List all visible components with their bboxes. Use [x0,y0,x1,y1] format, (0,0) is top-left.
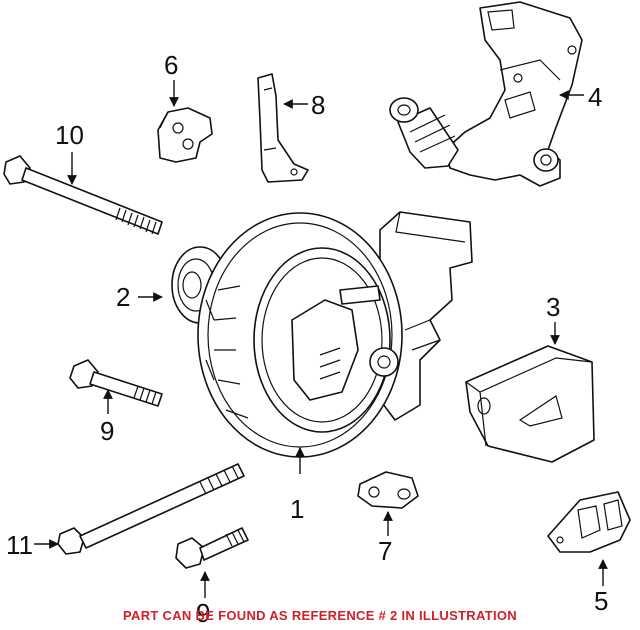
callout-11-label: 11 [6,530,33,560]
callout-7-label: 7 [378,536,392,566]
alternator-part[interactable] [171,211,473,458]
callout-4-label: 4 [588,82,602,112]
long-bolt-part-10[interactable] [3,155,163,235]
callout-9-lower-label: 9 [196,598,210,628]
reference-footnote: PART CAN BE FOUND AS REFERENCE # 2 IN IL… [123,608,517,623]
bracket-part-8[interactable] [257,73,309,183]
plate-part-7[interactable] [357,471,419,509]
callout-5-label: 5 [594,586,608,616]
callout-9-upper-label: 9 [100,416,114,446]
mounting-bracket-part-5[interactable] [547,491,631,553]
heat-shield-part[interactable] [465,345,595,463]
callout-10-label: 10 [55,120,84,150]
long-bolt-part-11[interactable] [57,463,245,555]
callout-6-label: 6 [164,50,178,80]
tensioner-bracket-part[interactable] [389,1,583,187]
callout-8-label: 8 [311,90,325,120]
bolt-part-9-upper[interactable] [69,359,163,407]
bolt-part-9-lower[interactable] [175,527,249,569]
callout-2-label: 2 [116,282,130,312]
callout-3-label: 3 [546,292,560,322]
callout-1-label: 1 [290,494,304,524]
small-bracket-part-6[interactable] [157,107,213,163]
